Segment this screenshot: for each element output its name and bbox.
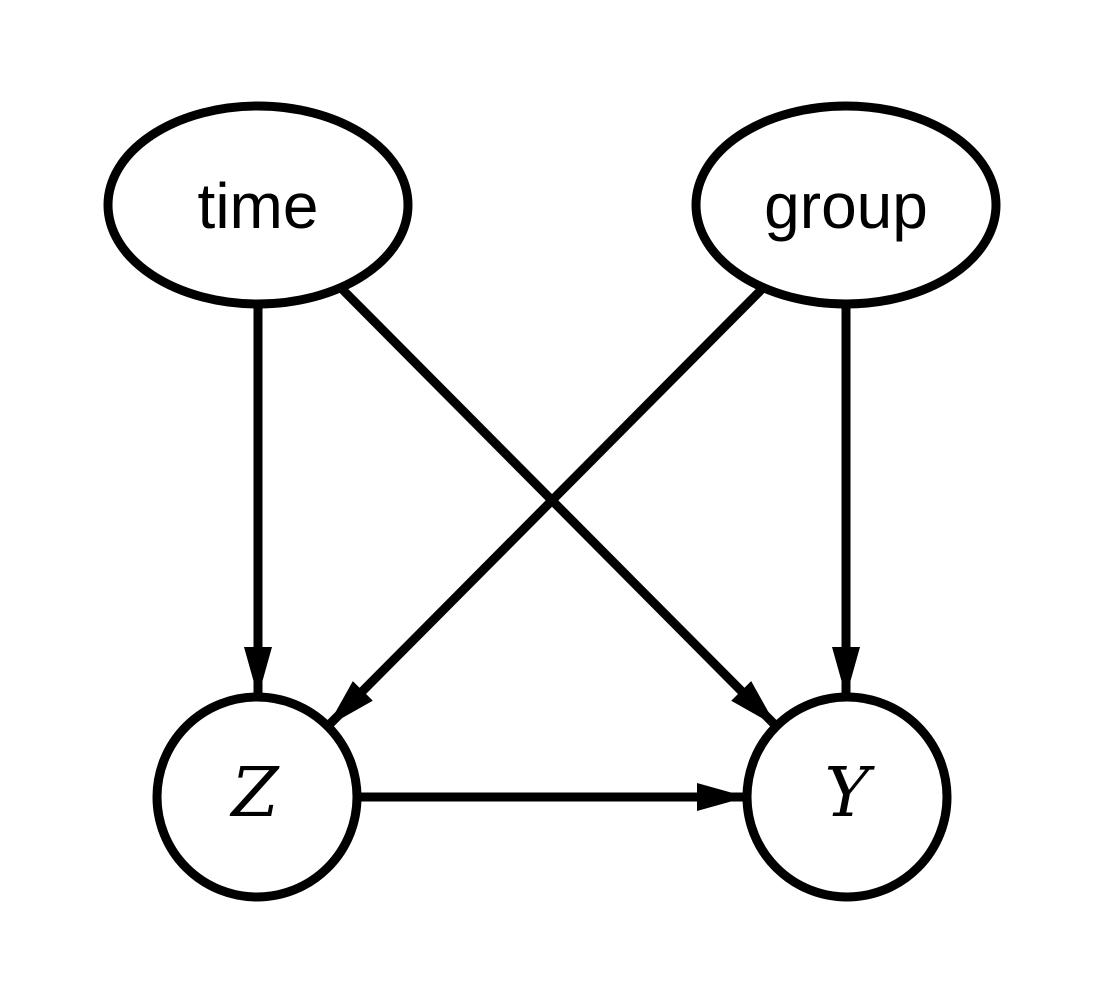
node-group-ellipse [691, 101, 1001, 309]
node-z: Z [152, 692, 362, 902]
node-time: time [103, 101, 413, 309]
node-y-label: Y [825, 754, 876, 833]
node-group: group [691, 101, 1001, 309]
edge-time-to-y [336, 283, 780, 730]
node-time-ellipse [103, 101, 413, 309]
node-time-label: time [198, 170, 319, 242]
node-z-label: Z [229, 754, 280, 833]
node-y: Y [742, 692, 952, 902]
node-y-circle [742, 692, 952, 902]
node-group-label: group [764, 170, 928, 242]
edge-group-to-z [324, 283, 768, 730]
edge-group [244, 283, 860, 811]
node-z-circle [152, 692, 362, 902]
